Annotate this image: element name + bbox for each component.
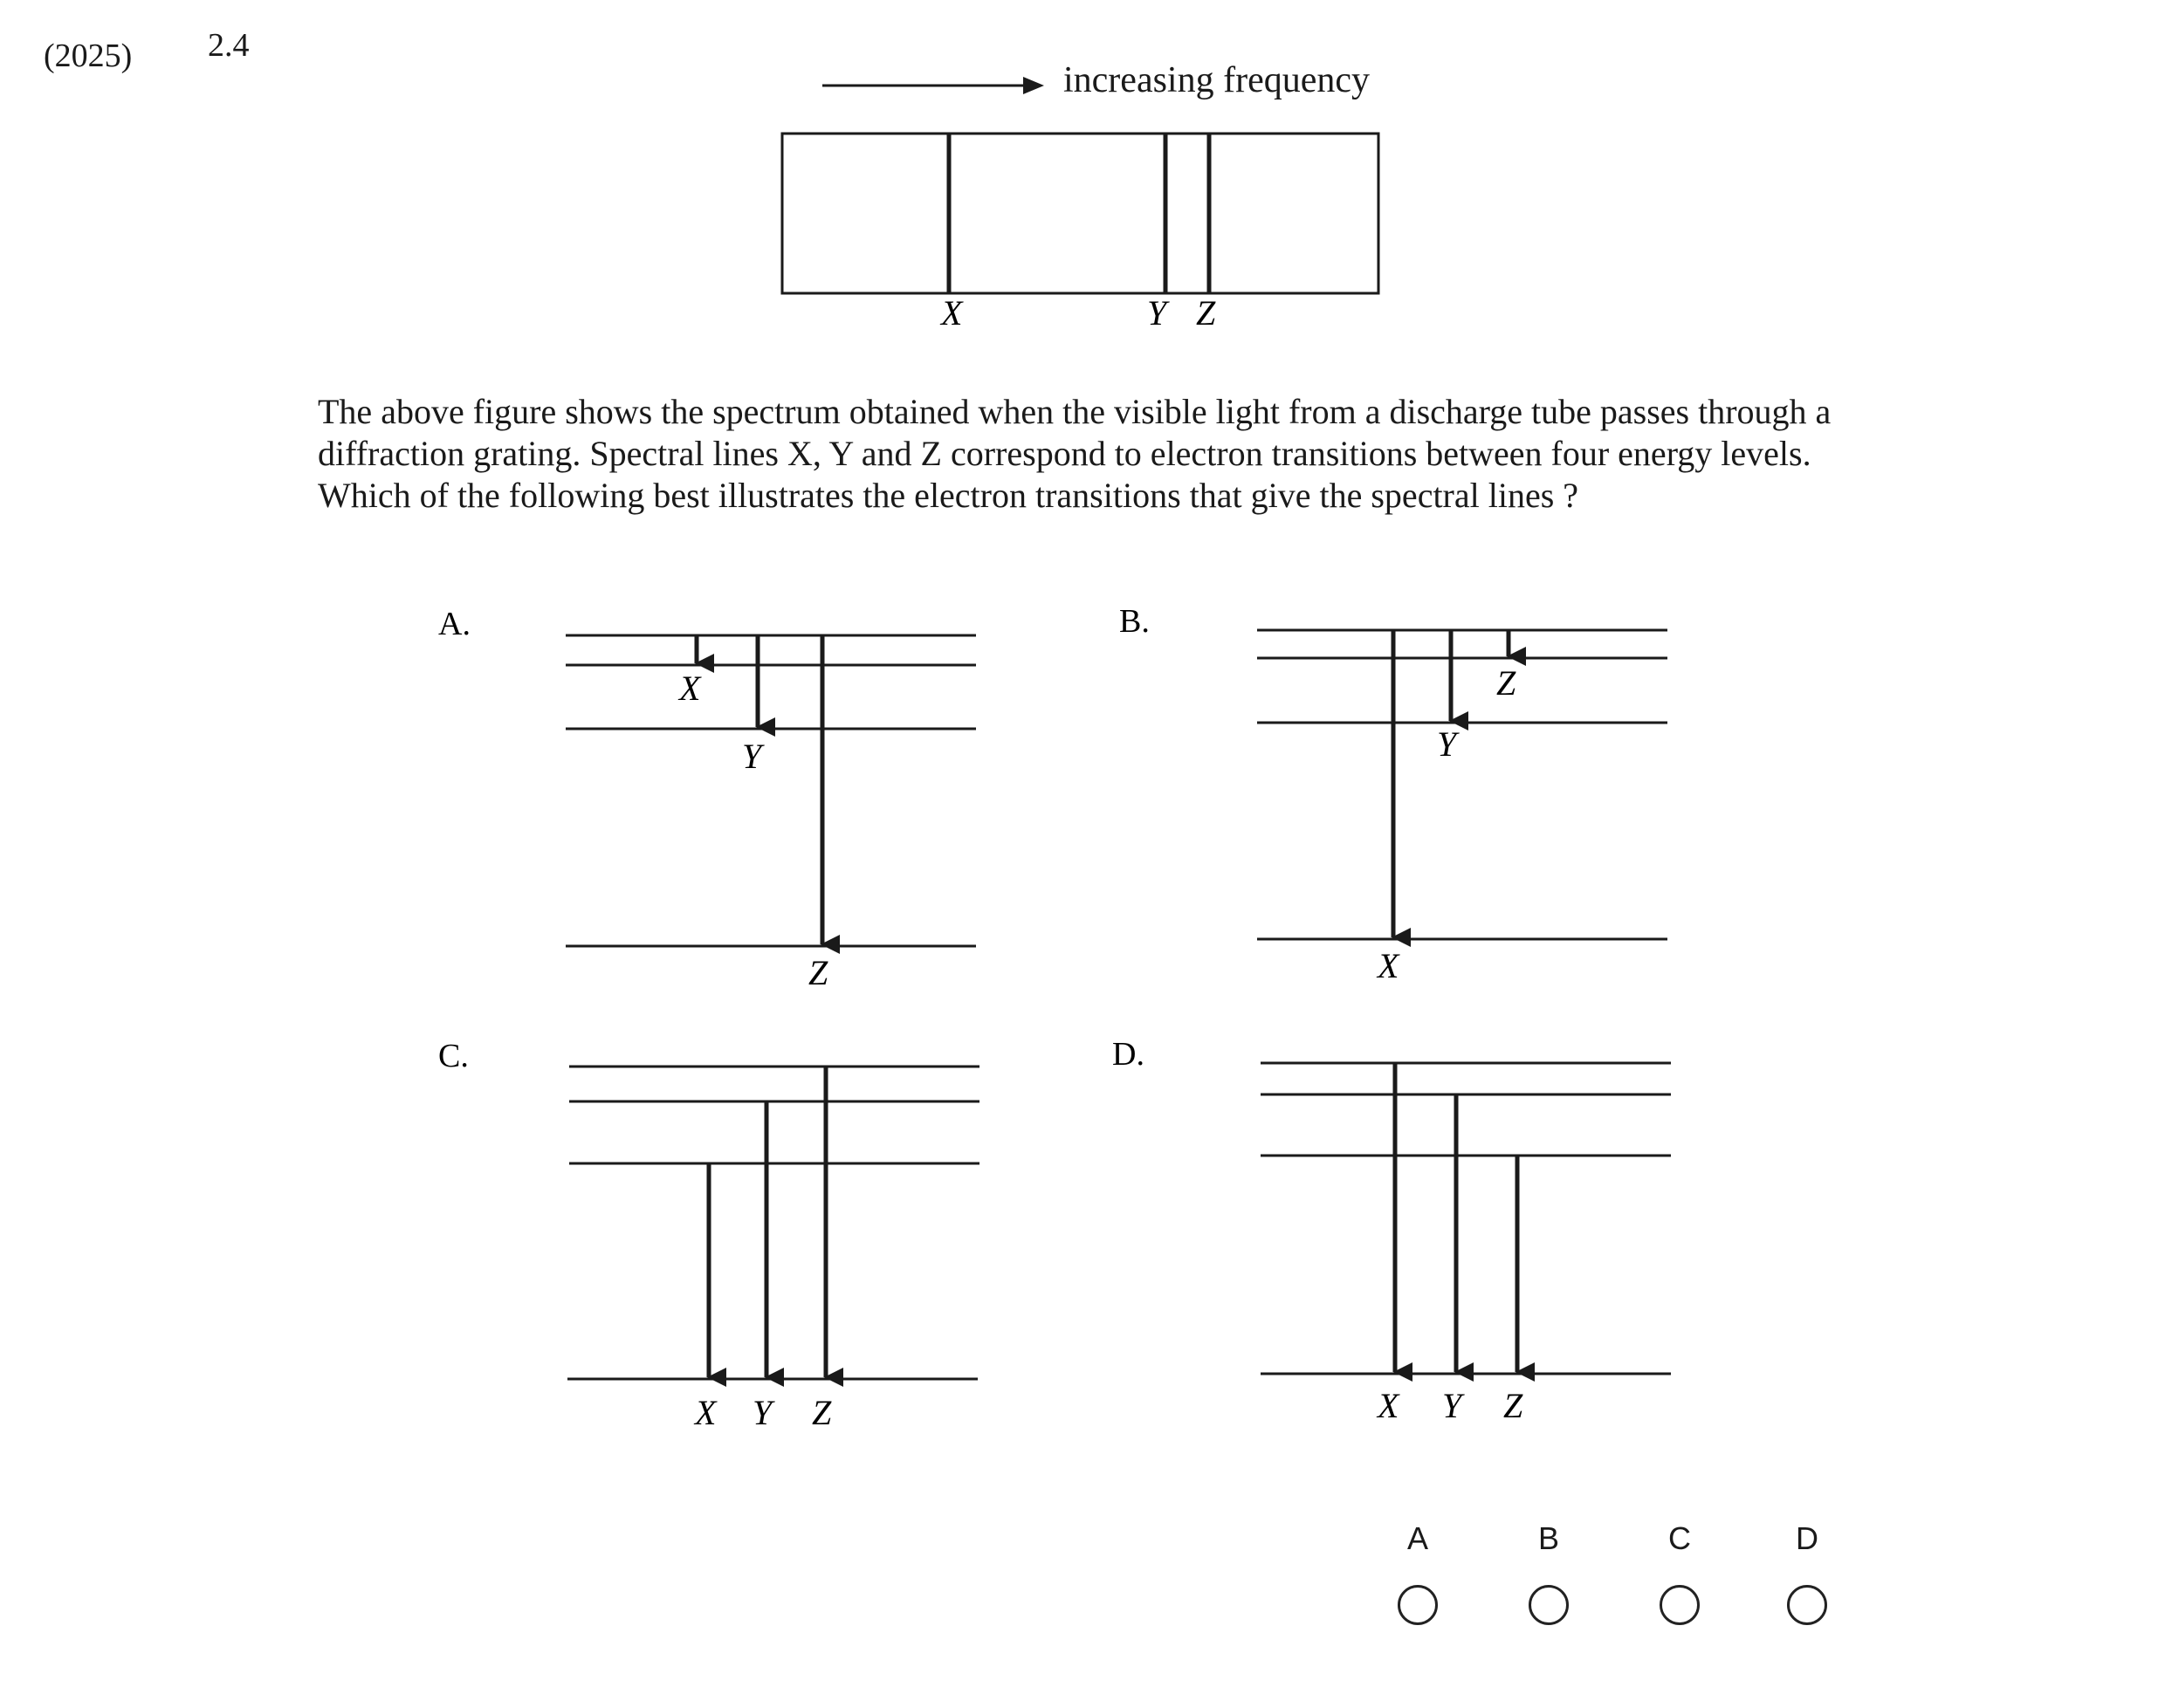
spectral-label-z: Z	[1196, 293, 1216, 333]
option-c-letter: C.	[438, 1038, 469, 1074]
transition-label-y: Y	[742, 737, 765, 776]
answer-label-d: D	[1796, 1520, 1818, 1556]
transition-label-z: Z	[1496, 663, 1516, 703]
answer-choice-c[interactable]: C	[1645, 1520, 1715, 1625]
answer-label-b: B	[1537, 1520, 1559, 1556]
transition-label-z: Z	[1503, 1386, 1523, 1425]
transition-label-z: Z	[808, 953, 828, 992]
option-a-letter: A.	[438, 606, 471, 642]
question-text: The above figure shows the spectrum obta…	[318, 391, 1950, 517]
transition-label-y: Y	[1442, 1386, 1465, 1425]
question-line-3: Which of the following best illustrates …	[318, 476, 1579, 515]
transition-label-y: Y	[753, 1393, 775, 1432]
answer-bubble-d[interactable]	[1787, 1585, 1827, 1625]
answer-label-c: C	[1668, 1520, 1691, 1556]
frequency-arrow	[822, 77, 1044, 94]
answer-bubble-a[interactable]	[1398, 1585, 1438, 1625]
answer-choice-d[interactable]: D	[1772, 1520, 1842, 1625]
answer-choice-b[interactable]: B	[1514, 1520, 1584, 1625]
frequency-arrow-label: increasing frequency	[1063, 60, 1370, 100]
answer-label-a: A	[1406, 1520, 1428, 1556]
transition-label-x: X	[1376, 1386, 1400, 1425]
option-c-diagram: C. X Y Z	[438, 1038, 979, 1432]
option-a-diagram: A. X Y Z	[438, 606, 976, 992]
transition-label-x: X	[677, 669, 702, 708]
answer-bubble-b[interactable]	[1529, 1585, 1569, 1625]
transition-label-z: Z	[812, 1393, 832, 1432]
question-line-1: The above figure shows the spectrum obta…	[318, 392, 1832, 431]
answer-choice-a[interactable]: A	[1383, 1520, 1453, 1625]
option-d-letter: D.	[1112, 1036, 1144, 1073]
spectrum-box	[780, 132, 1380, 295]
spectral-label-y: Y	[1147, 293, 1170, 333]
transition-label-x: X	[1376, 946, 1400, 985]
transition-label-y: Y	[1437, 724, 1460, 764]
option-b-letter: B.	[1119, 603, 1150, 640]
option-b-diagram: B. Z Y X	[1119, 603, 1667, 985]
paper-year-code: (2025)	[44, 38, 133, 74]
question-line-2: diffraction grating. Spectral lines X, Y…	[318, 434, 1811, 473]
option-diagrams: A. X Y Z B. Z Y X C. X Y Z	[438, 603, 1671, 1432]
spectrum-figure: X Y Z	[780, 77, 1380, 333]
transition-label-x: X	[693, 1393, 718, 1432]
spectral-label-x: X	[939, 293, 964, 333]
option-d-diagram: D. X Y Z	[1112, 1036, 1671, 1425]
answer-bubble-c[interactable]	[1660, 1585, 1700, 1625]
question-number: 2.4	[208, 27, 250, 64]
